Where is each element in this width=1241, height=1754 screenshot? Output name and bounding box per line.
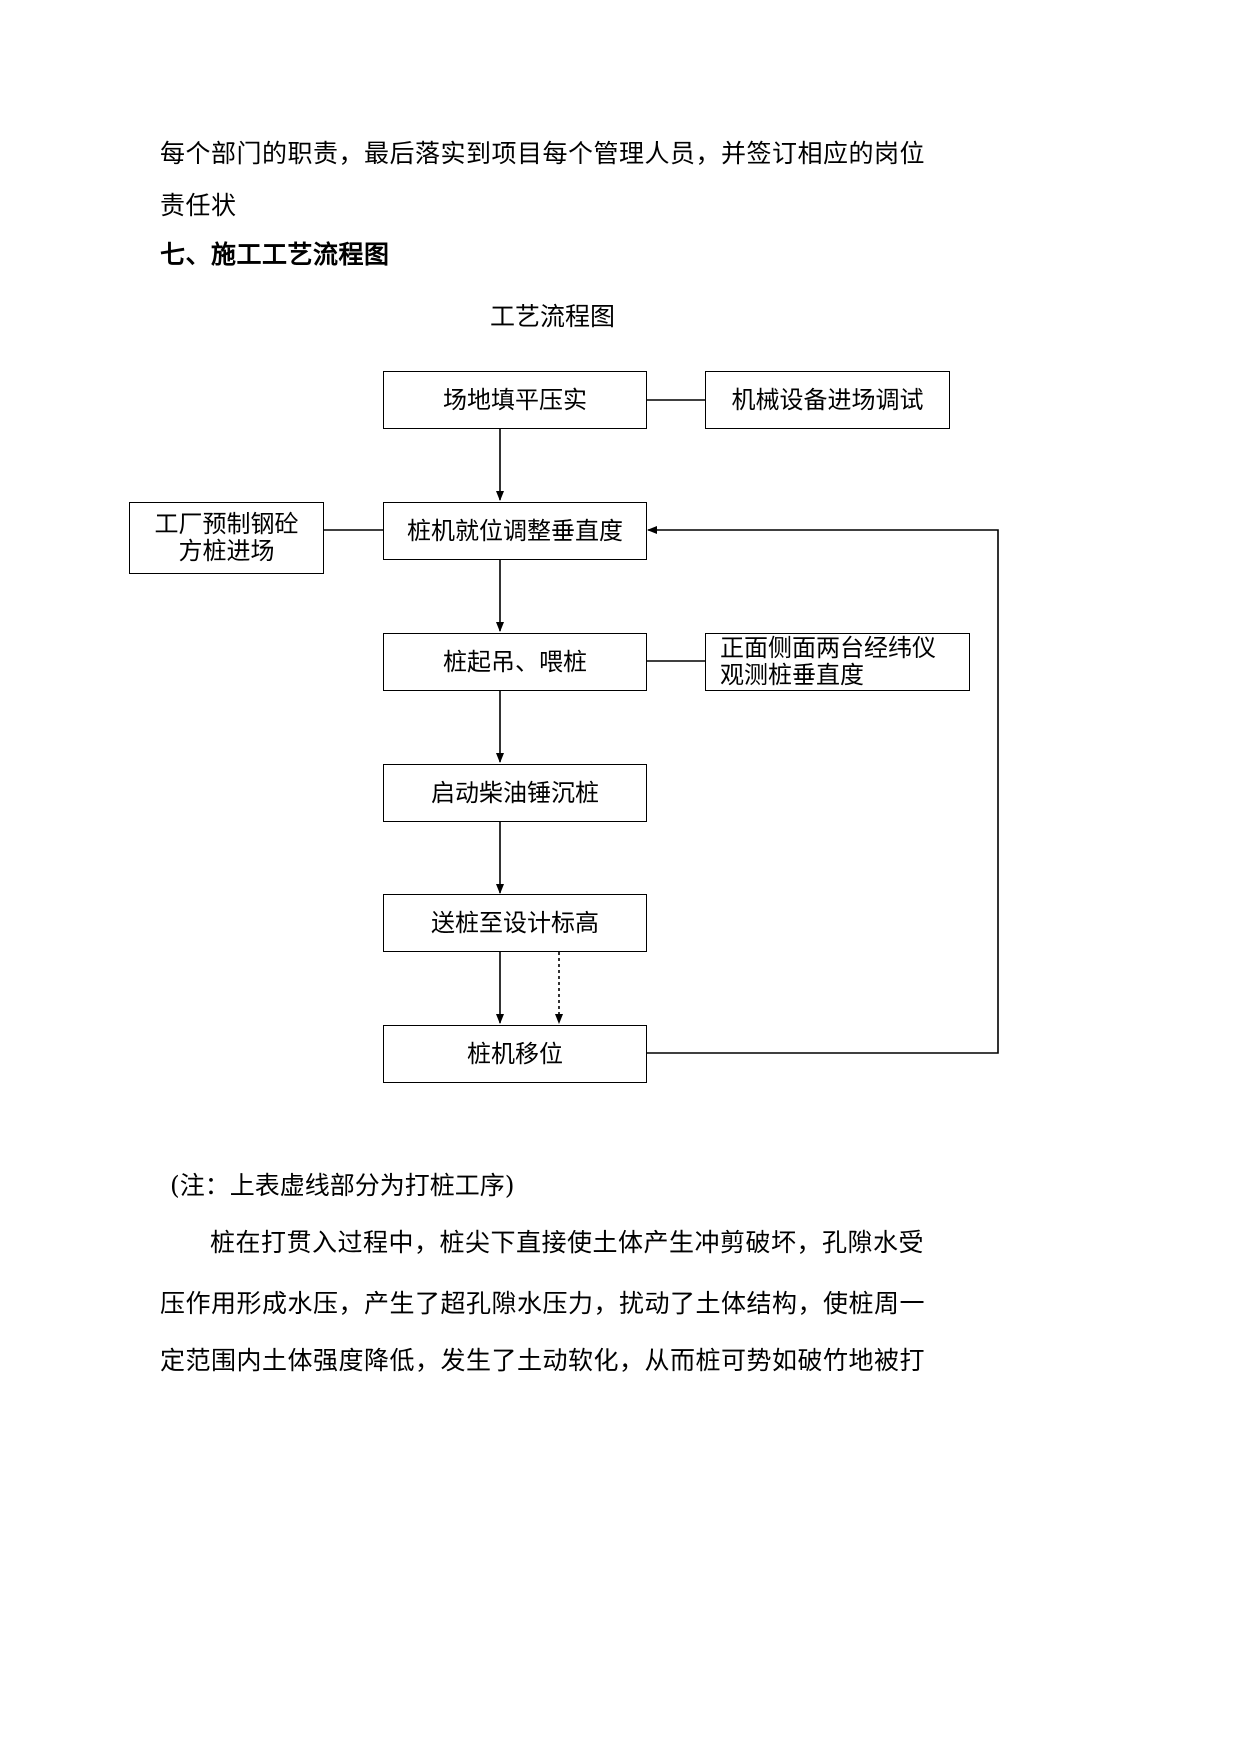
step-verticality: 正面侧面两台经纬仪 观测桩垂直度 <box>705 633 970 691</box>
intro-line-2: 责任状 <box>160 191 237 220</box>
intro-line-1: 每个部门的职责，最后落实到项目每个管理人员，并签订相应的岗位 <box>160 139 926 168</box>
note: (注：上表虚线部分为打桩工序) <box>170 1171 515 1200</box>
step-hammer: 启动柴油锤沉桩 <box>383 764 647 822</box>
step-lifting-label: 桩起吊、喂桩 <box>443 647 587 676</box>
step-verticality-label-1: 正面侧面两台经纬仪 <box>720 634 936 662</box>
step-to-elevation: 送桩至设计标高 <box>383 894 647 952</box>
body-line-1: 桩在打贯入过程中，桩尖下直接使土体产生冲剪破坏，孔隙水受 <box>210 1228 925 1257</box>
flowchart-title: 工艺流程图 <box>490 302 616 331</box>
step-relocate: 桩机移位 <box>383 1025 647 1083</box>
step-pile-supply-label-2: 方桩进场 <box>178 537 275 565</box>
flowchart-connectors <box>324 399 999 1054</box>
step-pile-supply: 工厂预制钢砼 方桩进场 <box>129 502 324 574</box>
body-line-3: 定范围内土体强度降低，发生了土动软化，从而桩可势如破竹地被打 <box>160 1346 926 1375</box>
step-site-leveling: 场地填平压实 <box>383 371 647 429</box>
step-hammer-label: 启动柴油锤沉桩 <box>431 778 599 807</box>
step-to-elevation-label: 送桩至设计标高 <box>431 908 599 937</box>
step-verticality-label-2: 观测桩垂直度 <box>720 661 864 689</box>
step-positioning-label: 桩机就位调整垂直度 <box>407 516 623 545</box>
step-machine-entry-label: 机械设备进场调试 <box>731 385 924 414</box>
step-relocate-label: 桩机移位 <box>467 1039 563 1068</box>
step-site-leveling-label: 场地填平压实 <box>443 385 587 414</box>
body-line-2: 压作用形成水压，产生了超孔隙水压力，扰动了土体结构，使桩周一 <box>160 1289 926 1318</box>
step-pile-supply-label-1: 工厂预制钢砼 <box>154 510 299 538</box>
step-lifting: 桩起吊、喂桩 <box>383 633 647 691</box>
section-heading: 七、施工工艺流程图 <box>160 240 390 269</box>
step-machine-entry: 机械设备进场调试 <box>705 371 950 429</box>
step-positioning: 桩机就位调整垂直度 <box>383 502 647 560</box>
loop-relocate-positioning <box>647 526 999 1054</box>
